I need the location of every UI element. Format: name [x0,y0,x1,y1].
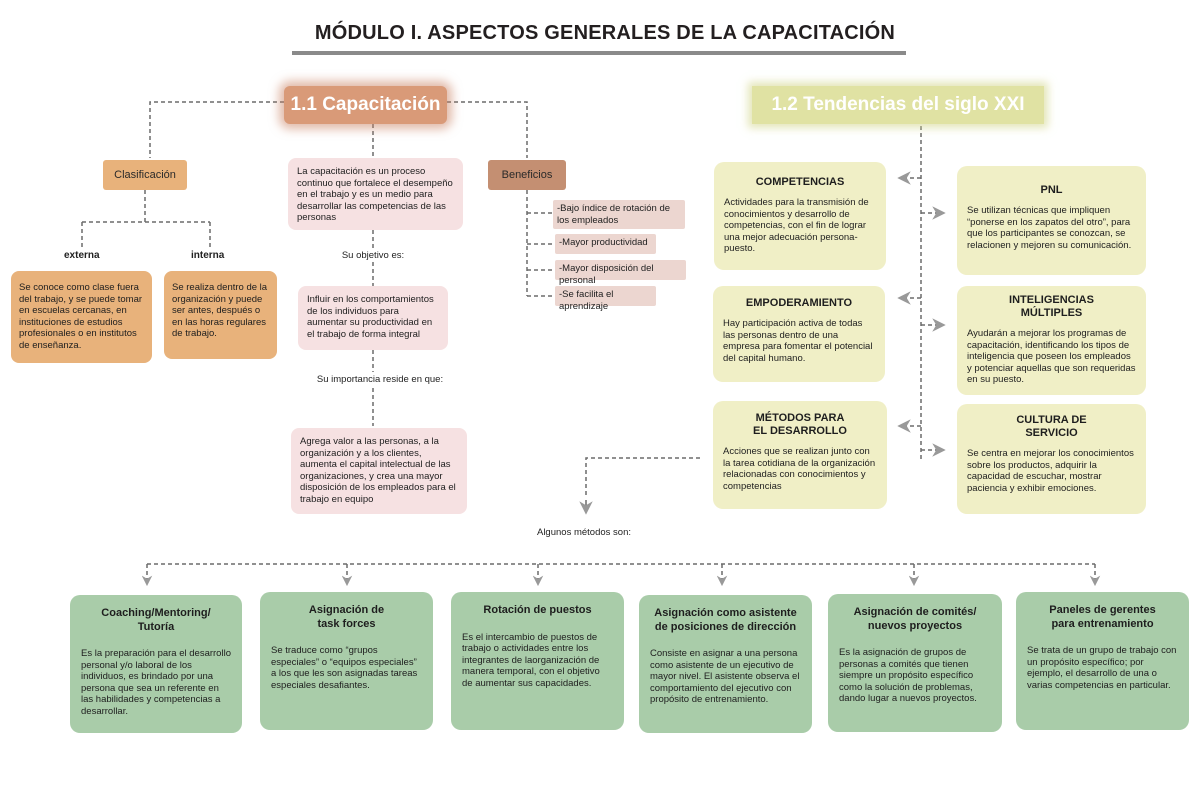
beneficio-item: -Se facilita el aprendizaje [555,286,656,312]
method-text: Es el intercambio de puestos de trabajo … [462,631,600,689]
tendencia-text: Se centra en mejorar los conocimientos s… [967,448,1134,494]
method-coaching: Coaching/Mentoring/ Tutoría Es la prepar… [70,595,242,733]
tendencia-cultura: CULTURA DE SERVICIO Se centra en mejorar… [957,404,1146,514]
method-paneles: Paneles de gerentes para entrenamiento S… [1016,592,1189,730]
method-asistente: Asignación como asistente de posiciones … [639,595,812,733]
importancia-label: Su importancia reside en que: [316,374,444,385]
importancia-description: Agrega valor a las personas, a la organi… [291,428,467,514]
method-title: Coaching/Mentoring/ Tutoría [101,607,211,633]
tendencia-competencias: COMPETENCIAS Actividades para la transmi… [714,162,886,270]
method-title: Asignación de task forces [308,604,385,630]
tendencia-title: CULTURA DE SERVICIO [1016,414,1087,439]
beneficio-item: -Mayor productividad [555,234,656,254]
method-rotacion: Rotación de puestos Es el intercambio de… [451,592,624,730]
tendencia-pnl: PNL Se utilizan técnicas que impliquen “… [957,166,1146,275]
tendencia-metodos: MÉTODOS PARA EL DESARROLLO Acciones que … [713,401,887,509]
method-text: Se traduce como “grupos especiales” o “e… [271,645,418,691]
methods-label: Algunos métodos son: [536,527,631,538]
section-heading-capacitacion: 1.1 Capacitación [284,86,447,124]
method-title: Asignación como asistente de posiciones … [654,607,797,633]
tendencia-title: INTELIGENCIAS MÚLTIPLES [1009,294,1094,319]
interna-label: interna [191,250,225,261]
tendencia-title: PNL [1040,184,1063,196]
title-underline [292,51,906,55]
method-text: Es la asignación de grupos de personas a… [839,647,977,704]
clasificacion-label: Clasificación [103,160,187,190]
tendencia-text: Hay participación activa de todas las pe… [723,318,873,364]
tendencia-text: Actividades para la transmisión de conoc… [724,197,869,254]
tendencia-title: EMPODERAMIENTO [745,297,853,309]
beneficios-label: Beneficios [488,160,566,190]
section-heading-tendencias: 1.2 Tendencias del siglo XXI [752,86,1044,124]
method-task-forces: Asignación de task forces Se traduce com… [260,592,433,730]
interna-description: Se realiza dentro de la organización y p… [164,271,277,359]
externa-label: externa [64,250,100,261]
method-comites: Asignación de comités/ nuevos proyectos … [828,594,1002,732]
tendencia-title: MÉTODOS PARA EL DESARROLLO [753,412,847,437]
tendencia-text: Ayudarán a mejorar los programas de capa… [967,328,1136,385]
beneficio-item: -Bajo índice de rotación de los empleado… [553,200,685,229]
page-title: MÓDULO I. ASPECTOS GENERALES DE LA CAPAC… [314,22,896,44]
capacitacion-definition: La capacitación es un proceso continuo q… [288,158,463,230]
objetivo-label: Su objetivo es: [341,250,405,261]
tendencia-text: Se utilizan técnicas que impliquen “pone… [967,205,1132,251]
beneficio-item: -Mayor disposición del personal [555,260,686,286]
externa-description: Se conoce como clase fuera del trabajo, … [11,271,152,363]
objetivo-description: Influir en los comportamientos de los in… [298,286,448,350]
tendencia-inteligencias: INTELIGENCIAS MÚLTIPLES Ayudarán a mejor… [957,286,1146,395]
method-text: Es la preparación para el desarrollo per… [81,648,231,717]
method-title: Paneles de gerentes para entrenamiento [1049,604,1156,630]
method-title: Asignación de comités/ nuevos proyectos [853,606,977,632]
method-title: Rotación de puestos [483,604,592,616]
tendencia-text: Acciones que se realizan junto con la ta… [723,446,876,492]
tendencia-title: COMPETENCIAS [755,176,845,188]
method-text: Se trata de un grupo de trabajo con un p… [1027,645,1177,691]
method-text: Consiste en asignar a una persona como a… [650,648,800,705]
tendencia-empoderamiento: EMPODERAMIENTO Hay participación activa … [713,286,885,382]
